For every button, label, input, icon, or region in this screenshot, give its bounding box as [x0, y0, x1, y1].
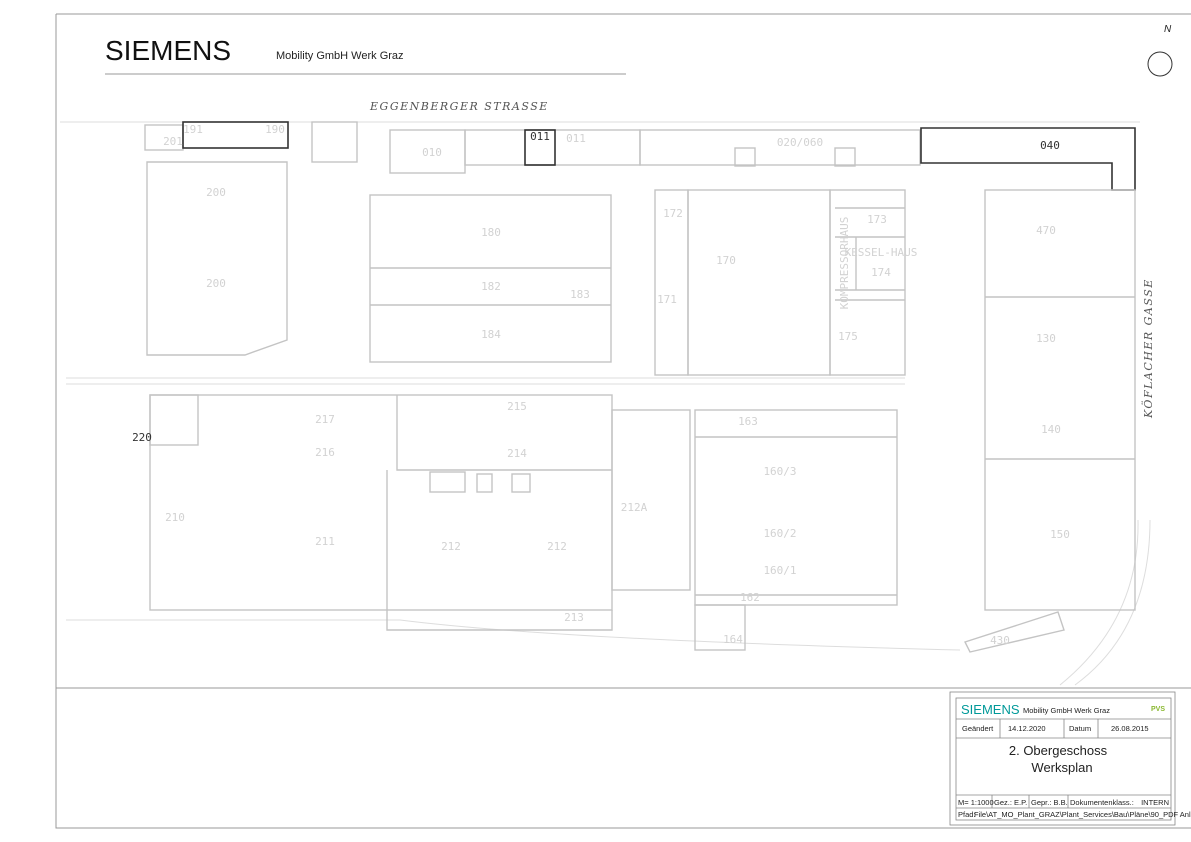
- label-b175: 175: [838, 330, 858, 343]
- label-b130: 130: [1036, 332, 1056, 345]
- label-b201: 201: [163, 135, 183, 148]
- label-b212a: 212: [441, 540, 461, 553]
- label-date_label: Datum: [1069, 724, 1091, 733]
- label-doc_class_label: Dokumentenklass.:: [1070, 798, 1134, 807]
- label-b1601: 160/1: [763, 564, 796, 577]
- building-group-north: [144, 121, 1136, 611]
- title-block: SIEMENS Mobility GmbH Werk Graz PVS Geän…: [949, 691, 1191, 826]
- roads: [60, 121, 1151, 686]
- label-b164: 164: [723, 633, 743, 646]
- label-b174a: KOMPRESSORHAUS: [838, 217, 851, 310]
- label-checked: Gepr.: B.B.: [1031, 798, 1068, 807]
- label-b213: 213: [564, 611, 584, 624]
- pvs-badge: PVS: [1151, 706, 1165, 713]
- label-b212A: 212A: [621, 501, 648, 514]
- building-labels: 201 191 190 200 200 010 011 011 020/060 …: [132, 123, 1070, 647]
- label-b200a: 200: [206, 186, 226, 199]
- label-doc_class_value: INTERN: [1141, 798, 1169, 807]
- label-b211: 211: [315, 535, 335, 548]
- label-b430: 430: [990, 634, 1010, 647]
- label-changed_value: 14.12.2020: [1008, 724, 1046, 733]
- company-name: Mobility GmbH Werk Graz: [276, 50, 404, 62]
- label-b217: 217: [315, 413, 335, 426]
- label-b174: 174: [871, 266, 891, 279]
- label-b180: 180: [481, 226, 501, 239]
- label-b163: 163: [738, 415, 758, 428]
- title-block-logo: SIEMENS: [961, 702, 1020, 717]
- label-b191: 191: [183, 123, 203, 136]
- street-label-top: EGGENBERGER STRASSE: [369, 100, 549, 113]
- label-b150: 150: [1050, 528, 1070, 541]
- label-path_value: File\AT_MO_Plant_GRAZ\Plant_Services\Bau…: [974, 810, 1191, 819]
- label-b1602: 160/2: [763, 527, 796, 540]
- drawing-title: 2. Obergeschoss: [1009, 743, 1108, 758]
- drawing-frame: [55, 13, 1191, 829]
- building-group-south: [149, 394, 1065, 653]
- label-b184: 184: [481, 328, 501, 341]
- drawing-subtitle: Werksplan: [1031, 760, 1092, 775]
- label-drawn: Gez.: E.P.: [994, 798, 1027, 807]
- label-b212b: 212: [547, 540, 567, 553]
- label-b020: 020/060: [777, 136, 823, 149]
- label-b174b: KESSEL-HAUS: [845, 246, 918, 259]
- label-b200b: 200: [206, 277, 226, 290]
- label-b011a: 011: [530, 130, 550, 143]
- label-changed_label: Geändert: [962, 724, 994, 733]
- label-path_label: Pfad:: [958, 810, 976, 819]
- street-label-right: KÖFLACHER GASSE: [1141, 278, 1155, 419]
- siemens-logo: SIEMENS: [105, 35, 231, 66]
- label-b215: 215: [507, 400, 527, 413]
- label-b172: 172: [663, 207, 683, 220]
- label-b210: 210: [165, 511, 185, 524]
- label-b011b: 011: [566, 132, 586, 145]
- label-b1603: 160/3: [763, 465, 796, 478]
- label-b470: 470: [1036, 224, 1056, 237]
- label-b162: 162: [740, 591, 760, 604]
- label-b183: 183: [570, 288, 590, 301]
- label-b190: 190: [265, 123, 285, 136]
- label-b010: 010: [422, 146, 442, 159]
- label-scale: M= 1:1000: [958, 798, 994, 807]
- label-b173: 173: [867, 213, 887, 226]
- label-date_value: 26.08.2015: [1111, 724, 1149, 733]
- label-b182: 182: [481, 280, 501, 293]
- north-arrow-icon: N: [1147, 24, 1173, 90]
- label-b220: 220: [132, 431, 152, 444]
- label-b214: 214: [507, 447, 527, 460]
- label-b216: 216: [315, 446, 335, 459]
- label-b040: 040: [1040, 139, 1060, 152]
- label-b171: 171: [657, 293, 677, 306]
- label-b140: 140: [1041, 423, 1061, 436]
- label-north: N: [1164, 24, 1172, 35]
- title-block-company: Mobility GmbH Werk Graz: [1023, 706, 1110, 715]
- label-b170: 170: [716, 254, 736, 267]
